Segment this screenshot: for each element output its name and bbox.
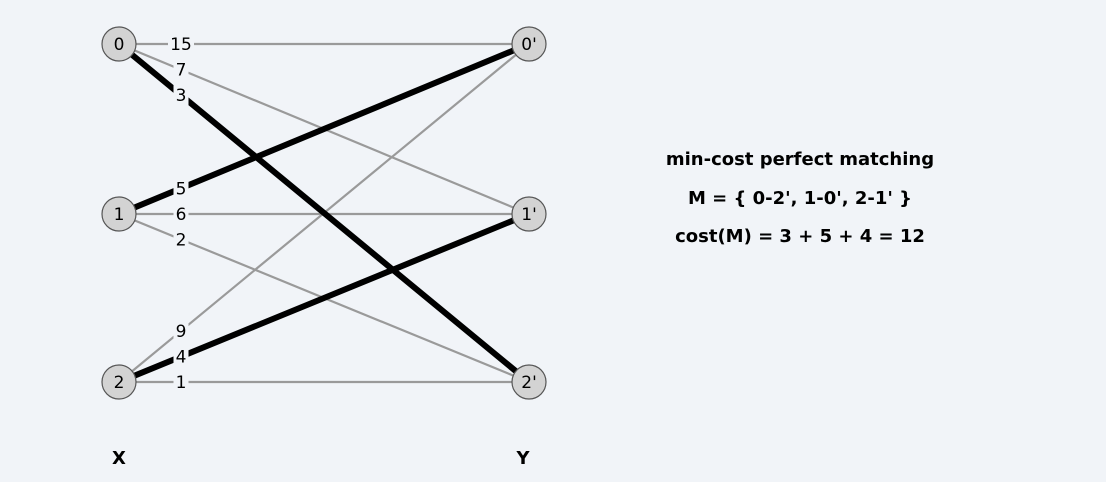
edge-weight-background: [173, 59, 189, 80]
edge-weight-label: 7: [176, 61, 187, 81]
edge-weight-background: [173, 85, 189, 106]
node-circle: [511, 196, 547, 232]
edge-weights: 15 7 3 5 6 2 9 4 1: [168, 34, 194, 393]
left-node-2: 2: [101, 364, 137, 400]
info-title: min-cost perfect matching: [665, 149, 935, 170]
matching-set: M = { 0-2', 1-0', 2-1' }: [688, 187, 912, 209]
right-node-1: 1': [511, 196, 547, 232]
edge-weight-label: 3: [176, 86, 187, 106]
edge-weight-background: [173, 320, 189, 341]
edge-weight-label: 6: [176, 205, 187, 225]
node-label: 0: [114, 35, 125, 55]
node-circle: [101, 364, 137, 400]
right-set-label: Y: [515, 448, 530, 469]
edge-weight-label: 9: [176, 322, 187, 342]
left-node-1: 1: [101, 196, 137, 232]
node-circle: [511, 26, 547, 62]
right-node-2: 2': [511, 364, 547, 400]
edge-weight-background: [173, 204, 189, 224]
node-label: 2: [114, 373, 125, 393]
matching-cost: cost(M) = 3 + 5 + 4 = 12: [675, 226, 925, 247]
edge-weight-background: [173, 178, 189, 199]
edge-weight-label: 4: [176, 348, 187, 368]
edge-weight-label: 2: [176, 230, 187, 250]
left-set-label: X: [112, 448, 126, 469]
node-label: 0': [521, 35, 537, 55]
left-node-0: 0: [101, 26, 137, 62]
edge-weight-background: [173, 346, 189, 367]
edge-weight-label: 1: [176, 373, 187, 393]
node-circle: [511, 364, 547, 400]
edge-weight-label: 15: [170, 35, 192, 55]
node-label: 1: [114, 205, 125, 225]
nodes: 0 1 2 0' 1' 2': [101, 26, 547, 400]
node-circle: [101, 196, 137, 232]
edge-weight-background: [168, 34, 194, 54]
node-label: 1': [521, 205, 537, 225]
node-label: 2': [521, 373, 537, 393]
edge-weight-background: [173, 229, 189, 250]
right-node-0: 0': [511, 26, 547, 62]
edge-weight-background: [173, 372, 189, 392]
matching-info: min-cost perfect matching M = { 0-2', 1-…: [610, 147, 990, 263]
node-circle: [101, 26, 137, 62]
edge-weight-label: 5: [176, 179, 187, 199]
